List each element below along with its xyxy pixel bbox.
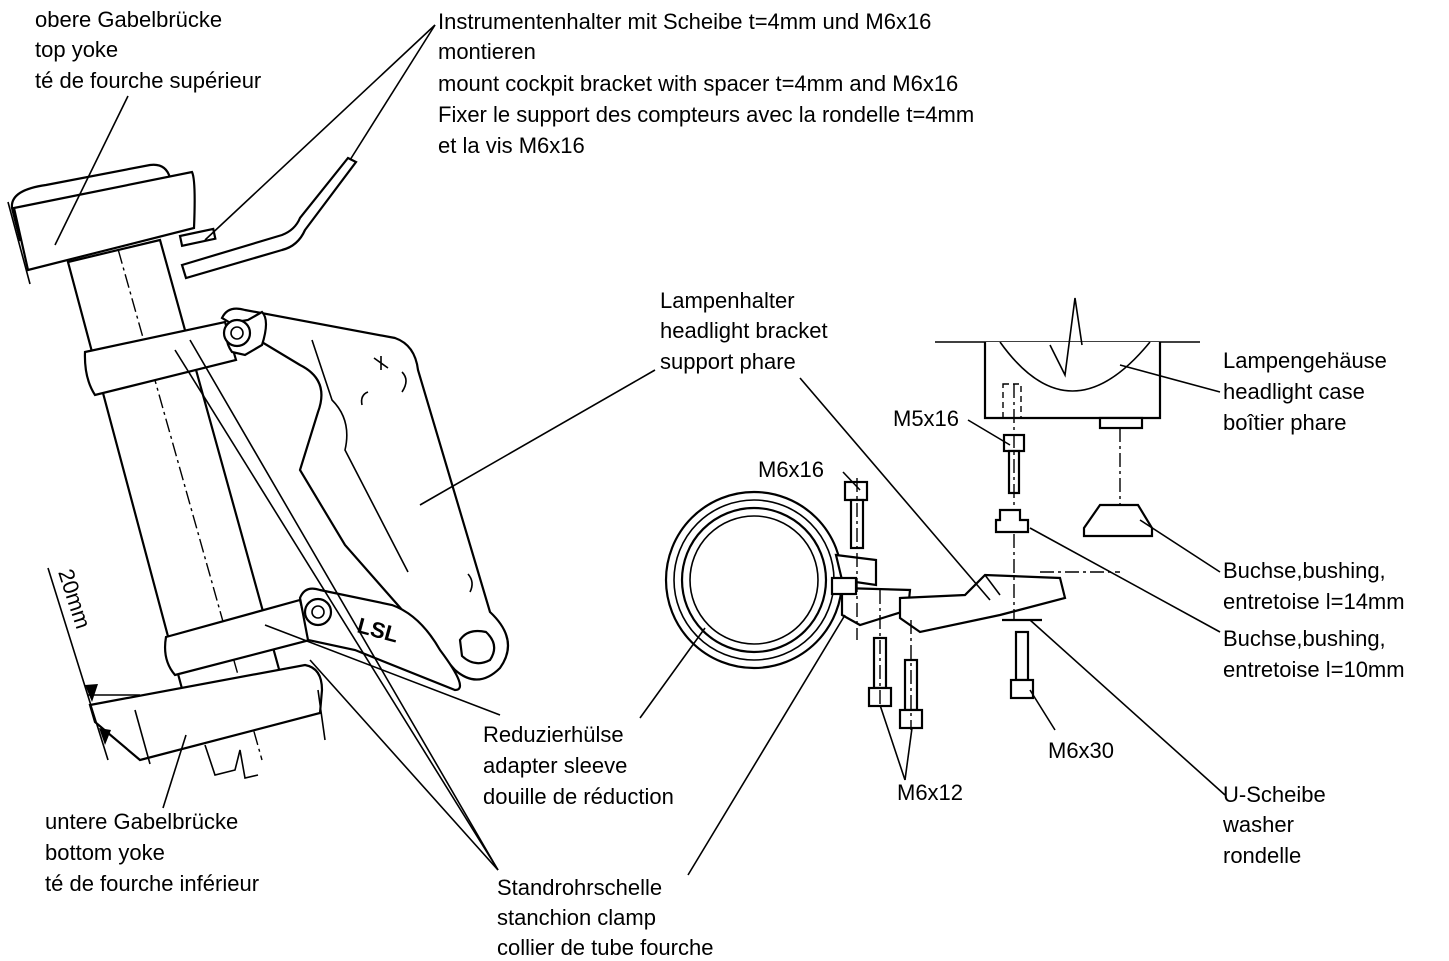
- washer-label: U-Scheibe washer rondelle: [1222, 782, 1326, 868]
- headlight-bracket-label: Lampenhalter headlight bracket support p…: [660, 288, 828, 374]
- svg-text:rondelle: rondelle: [1223, 843, 1301, 868]
- headlight-case: [983, 342, 1162, 420]
- bushing-10mm: [994, 508, 1030, 534]
- bushing-14mm-label: Buchse,bushing, entretoise l=14mm: [1223, 558, 1405, 614]
- svg-text:U-Scheibe: U-Scheibe: [1223, 782, 1326, 807]
- svg-text:collier de tube fourche: collier de tube fourche: [497, 935, 713, 960]
- lower-bracket-arm: [298, 587, 462, 692]
- svg-text:Lampengehäuse: Lampengehäuse: [1223, 348, 1387, 373]
- headlight-case-label: Lampengehäuse headlight case boîtier pha…: [1223, 348, 1387, 435]
- adapter-sleeve: [680, 506, 828, 654]
- lower-clamp-band: [163, 598, 312, 677]
- svg-text:Buchse,bushing,: Buchse,bushing,: [1223, 558, 1386, 583]
- stanchion-clamp-label: Standrohrschelle stanchion clamp collier…: [497, 875, 713, 960]
- svg-text:support phare: support phare: [660, 349, 796, 374]
- svg-text:untere Gabelbrücke: untere Gabelbrücke: [45, 809, 238, 834]
- bushing-10mm-label: Buchse,bushing, entretoise l=10mm: [1223, 626, 1405, 682]
- m6x12-label: M6x12: [897, 780, 963, 805]
- top-yoke-label: obere Gabelbrücke top yoke té de fourche…: [35, 7, 261, 93]
- svg-text:mount cockpit bracket with spa: mount cockpit bracket with spacer t=4mm …: [438, 71, 958, 96]
- svg-text:et la vis M6x16: et la vis M6x16: [438, 133, 585, 158]
- upper-clamp-band: [83, 320, 238, 397]
- svg-text:headlight case: headlight case: [1223, 379, 1365, 404]
- cockpit-bracket-label: Instrumentenhalter mit Scheibe t=4mm und…: [438, 9, 974, 158]
- m6x16-label: M6x16: [758, 457, 824, 482]
- m6x30-label: M6x30: [1048, 738, 1114, 763]
- svg-text:Standrohrschelle: Standrohrschelle: [497, 875, 662, 900]
- svg-text:adapter sleeve: adapter sleeve: [483, 753, 627, 778]
- dimension-20mm-label: 20mm: [53, 566, 96, 632]
- svg-text:stanchion clamp: stanchion clamp: [497, 905, 656, 930]
- svg-text:montieren: montieren: [438, 39, 536, 64]
- svg-text:Lampenhalter: Lampenhalter: [660, 288, 795, 313]
- svg-text:boîtier phare: boîtier phare: [1223, 410, 1347, 435]
- svg-text:headlight bracket: headlight bracket: [660, 318, 828, 343]
- bushing-14mm: [1082, 503, 1154, 538]
- headlight-bracket: [898, 573, 1067, 634]
- svg-text:té de fourche supérieur: té de fourche supérieur: [35, 68, 261, 93]
- bolt-m6x30: [1014, 630, 1030, 682]
- svg-text:washer: washer: [1222, 812, 1294, 837]
- bottom-yoke: [88, 663, 324, 762]
- leader-lines: [54, 24, 1226, 876]
- headlight-bracket-arm: [220, 307, 510, 681]
- svg-text:Instrumentenhalter mit Scheibe: Instrumentenhalter mit Scheibe t=4mm und…: [438, 9, 931, 34]
- clamp-ring-assembly: [664, 297, 1200, 730]
- svg-text:Fixer le support des compteurs: Fixer le support des compteurs avec la r…: [438, 102, 974, 127]
- svg-text:bottom yoke: bottom yoke: [45, 840, 165, 865]
- bottom-yoke-label: untere Gabelbrücke bottom yoke té de fou…: [45, 809, 259, 896]
- fork-assembly: LSL: [7, 156, 510, 779]
- svg-text:Reduzierhülse: Reduzierhülse: [483, 722, 624, 747]
- adapter-sleeve-label: Reduzierhülse adapter sleeve douille de …: [483, 722, 674, 809]
- svg-text:obere Gabelbrücke: obere Gabelbrücke: [35, 7, 222, 32]
- svg-text:entretoise l=10mm: entretoise l=10mm: [1223, 657, 1405, 682]
- svg-text:té de fourche inférieur: té de fourche inférieur: [45, 871, 259, 896]
- svg-text:douille de réduction: douille de réduction: [483, 784, 674, 809]
- svg-text:Buchse,bushing,: Buchse,bushing,: [1223, 626, 1386, 651]
- cockpit-bracket: [180, 156, 358, 280]
- svg-text:entretoise l=14mm: entretoise l=14mm: [1223, 589, 1405, 614]
- m5x16-label: M5x16: [893, 406, 959, 431]
- svg-text:top yoke: top yoke: [35, 37, 118, 62]
